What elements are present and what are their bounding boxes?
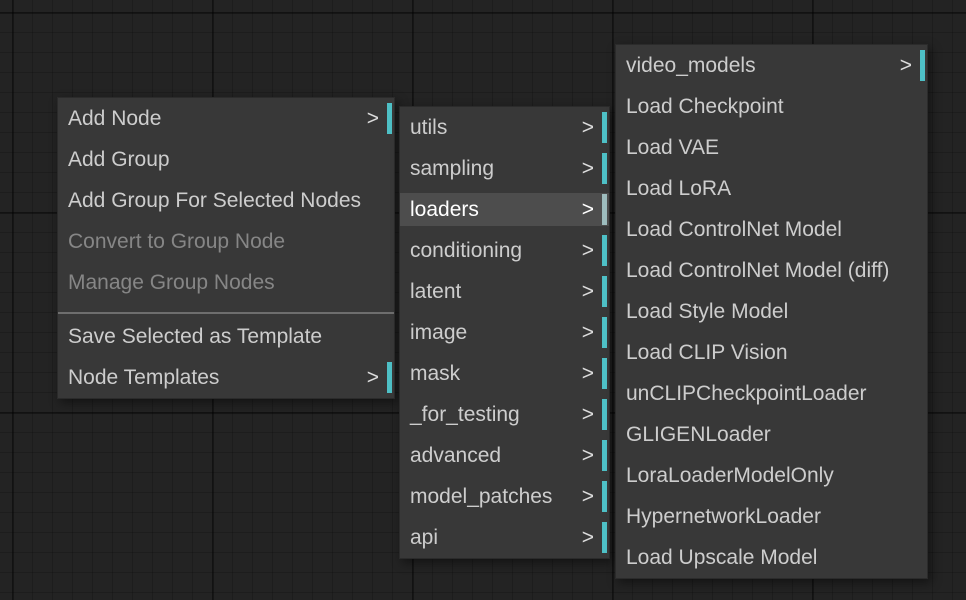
submenu-arrow-icon: > — [581, 116, 594, 139]
menu-item-sampling[interactable]: sampling > — [400, 152, 609, 185]
menu-item-mask[interactable]: mask > — [400, 357, 609, 390]
menu-item-label: Convert to Group Node — [68, 230, 286, 253]
menu-item-convert-to-group-node: Convert to Group Node — [58, 225, 394, 258]
menu-item-label: unCLIPCheckpointLoader — [626, 382, 867, 405]
menu-item-label: api — [410, 526, 439, 549]
menu-item-label: image — [410, 321, 468, 344]
submenu-arrow-icon: > — [581, 157, 594, 180]
menu-item-save-selected-as-template[interactable]: Save Selected as Template — [58, 320, 394, 353]
submenu-accent-bar — [602, 194, 607, 225]
menu-item-video-models[interactable]: video_models > — [616, 49, 927, 82]
menu-item-label: latent — [410, 280, 462, 303]
menu-item-label: sampling — [410, 157, 495, 180]
context-menu-categories: utils>sampling>loaders>conditioning>late… — [399, 106, 610, 559]
menu-item-label: video_models — [626, 54, 756, 77]
menu-item-manage-group-nodes: Manage Group Nodes — [58, 266, 394, 299]
menu-item-label: mask — [410, 362, 461, 385]
menu-item-label: GLIGENLoader — [626, 423, 771, 446]
submenu-accent-bar — [602, 522, 607, 553]
menu-item-loaders[interactable]: loaders > — [400, 193, 609, 226]
submenu-arrow-icon: > — [581, 239, 594, 262]
menu-item-image[interactable]: image > — [400, 316, 609, 349]
submenu-accent-bar — [387, 103, 392, 134]
submenu-arrow-icon: > — [581, 403, 594, 426]
menu-item-load-checkpoint[interactable]: Load Checkpoint — [616, 90, 927, 123]
menu-item-loraloadermodelonly[interactable]: LoraLoaderModelOnly — [616, 459, 927, 492]
menu-item-for-testing[interactable]: _for_testing > — [400, 398, 609, 431]
menu-item-model-patches[interactable]: model_patches > — [400, 480, 609, 513]
submenu-accent-bar — [387, 362, 392, 393]
menu-item-label: Load Style Model — [626, 300, 789, 323]
submenu-accent-bar — [602, 440, 607, 471]
menu-item-latent[interactable]: latent > — [400, 275, 609, 308]
submenu-arrow-icon: > — [581, 362, 594, 385]
menu-separator — [58, 307, 394, 314]
menu-item-label: model_patches — [410, 485, 553, 508]
menu-item-load-style-model[interactable]: Load Style Model — [616, 295, 927, 328]
submenu-arrow-icon: > — [581, 321, 594, 344]
submenu-accent-bar — [602, 358, 607, 389]
submenu-arrow-icon: > — [366, 366, 379, 389]
menu-item-label: Load CLIP Vision — [626, 341, 788, 364]
menu-item-label: Add Group — [68, 148, 170, 171]
menu-item-label: advanced — [410, 444, 502, 467]
menu-item-load-lora[interactable]: Load LoRA — [616, 172, 927, 205]
menu-item-label: Load ControlNet Model — [626, 218, 842, 241]
menu-item-api[interactable]: api > — [400, 521, 609, 554]
submenu-accent-bar — [602, 153, 607, 184]
menu-item-label: HypernetworkLoader — [626, 505, 821, 528]
submenu-accent-bar — [602, 276, 607, 307]
submenu-arrow-icon: > — [581, 485, 594, 508]
menu-item-label: Load Upscale Model — [626, 546, 818, 569]
submenu-accent-bar — [602, 317, 607, 348]
menu-item-load-vae[interactable]: Load VAE — [616, 131, 927, 164]
submenu-arrow-icon: > — [899, 54, 912, 77]
menu-item-label: LoraLoaderModelOnly — [626, 464, 834, 487]
menu-item-add-group-for-selected-nodes[interactable]: Add Group For Selected Nodes — [58, 184, 394, 217]
menu-item-label: Save Selected as Template — [68, 325, 323, 348]
menu-item-label: loaders — [410, 198, 479, 221]
menu-item-conditioning[interactable]: conditioning > — [400, 234, 609, 267]
menu-item-utils[interactable]: utils > — [400, 111, 609, 144]
menu-item-load-upscale-model[interactable]: Load Upscale Model — [616, 541, 927, 574]
menu-item-label: Load VAE — [626, 136, 720, 159]
menu-item-load-controlnet-model[interactable]: Load ControlNet Model — [616, 213, 927, 246]
menu-item-unclipcheckpointloader[interactable]: unCLIPCheckpointLoader — [616, 377, 927, 410]
menu-item-label: Manage Group Nodes — [68, 271, 275, 294]
submenu-arrow-icon: > — [581, 526, 594, 549]
menu-item-hypernetworkloader[interactable]: HypernetworkLoader — [616, 500, 927, 533]
submenu-arrow-icon: > — [581, 444, 594, 467]
menu-item-load-controlnet-model-diff[interactable]: Load ControlNet Model (diff) — [616, 254, 927, 287]
submenu-accent-bar — [602, 481, 607, 512]
menu-item-label: Load LoRA — [626, 177, 732, 200]
menu-item-add-group[interactable]: Add Group — [58, 143, 394, 176]
menu-item-label: _for_testing — [410, 403, 520, 426]
submenu-accent-bar — [602, 235, 607, 266]
submenu-arrow-icon: > — [366, 107, 379, 130]
menu-item-label: Add Node — [68, 107, 162, 130]
menu-item-add-node[interactable]: Add Node > — [58, 102, 394, 135]
submenu-accent-bar — [602, 399, 607, 430]
submenu-arrow-icon: > — [581, 198, 594, 221]
menu-item-label: utils — [410, 116, 448, 139]
menu-item-load-clip-vision[interactable]: Load CLIP Vision — [616, 336, 927, 369]
submenu-arrow-icon: > — [581, 280, 594, 303]
submenu-accent-bar — [920, 50, 925, 81]
menu-item-label: conditioning — [410, 239, 523, 262]
menu-item-gligenloader[interactable]: GLIGENLoader — [616, 418, 927, 451]
submenu-accent-bar — [602, 112, 607, 143]
menu-item-node-templates[interactable]: Node Templates > — [58, 361, 394, 394]
menu-item-label: Add Group For Selected Nodes — [68, 189, 361, 212]
menu-item-label: Load ControlNet Model (diff) — [626, 259, 890, 282]
menu-item-label: Node Templates — [68, 366, 220, 389]
menu-item-advanced[interactable]: advanced > — [400, 439, 609, 472]
menu-item-label: Load Checkpoint — [626, 95, 784, 118]
